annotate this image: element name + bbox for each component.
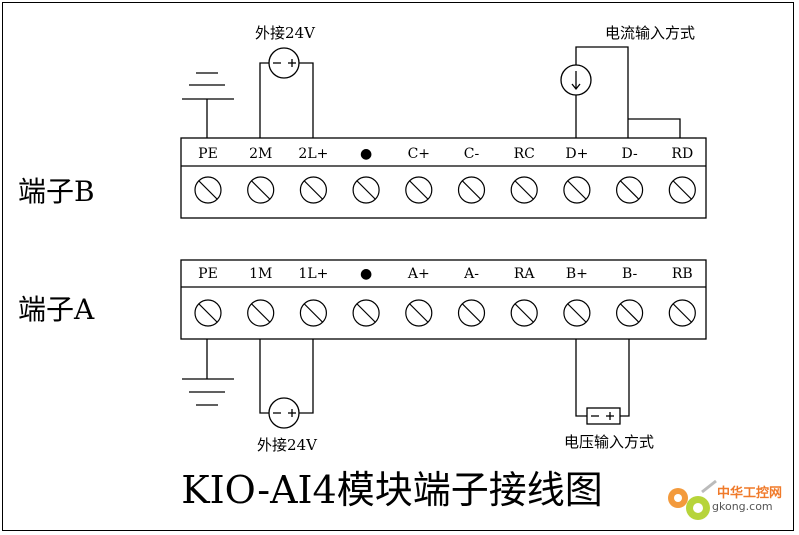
- pin-label: C+: [408, 146, 430, 162]
- pin-label: ●: [360, 146, 372, 162]
- supply-24v-b: [259, 47, 314, 138]
- voltage-input-label: 电压输入方式: [564, 433, 654, 451]
- pin-label: 2L+: [298, 146, 328, 162]
- pin-label: RB: [672, 266, 693, 282]
- pin-label: D-: [621, 146, 637, 162]
- screw-terminal: [352, 299, 380, 327]
- screw-terminal: [563, 176, 591, 204]
- pin-label: D+: [565, 146, 588, 162]
- pin-label: B+: [566, 266, 588, 282]
- pin-label: 1L+: [298, 266, 328, 282]
- pin-label: RD: [671, 146, 693, 162]
- screw-terminal: [615, 299, 644, 327]
- pin-label: B-: [622, 266, 638, 282]
- gkong-watermark-logo: 中华工控网 gkong.com: [662, 478, 792, 526]
- watermark-name: 中华工控网: [717, 486, 783, 501]
- screw-terminal: [457, 299, 486, 327]
- pin-label: A-: [463, 266, 479, 282]
- pin-label: RC: [514, 146, 535, 162]
- screw-terminal: [299, 299, 327, 327]
- pin-label: A+: [407, 266, 430, 282]
- terminal-block-a: [180, 259, 707, 340]
- pin-label: PE: [198, 266, 218, 282]
- screw-terminal: [615, 176, 644, 204]
- pin-label: 1M: [249, 266, 272, 282]
- screw-terminal: [510, 299, 538, 327]
- supply-label-a: 外接24V: [257, 436, 318, 454]
- screw-terminal: [194, 176, 222, 204]
- terminal-b-pins: PE 2M 2L+ ● C+ C- RC D+ D- RD: [194, 146, 696, 204]
- terminal-a-pins: PE 1M 1L+ ● A+ A- RA B+ B- RB: [194, 266, 696, 327]
- terminal-b-label: 端子B: [18, 175, 95, 208]
- voltage-source-symbol: [575, 339, 630, 425]
- watermark-url: gkong.com: [712, 500, 773, 513]
- pin-label: ●: [360, 266, 372, 282]
- current-input-label: 电流输入方式: [605, 24, 695, 42]
- terminal-a-label: 端子A: [18, 293, 95, 326]
- screw-terminal: [510, 176, 538, 204]
- screw-terminal: [405, 176, 433, 204]
- supply-label-b: 外接24V: [255, 24, 316, 42]
- screw-terminal: [247, 176, 275, 204]
- screw-terminal: [405, 299, 433, 327]
- screw-terminal: [194, 299, 222, 327]
- pin-label: PE: [198, 146, 218, 162]
- gear-icon: [668, 479, 717, 520]
- screw-terminal: [563, 299, 591, 327]
- pin-label: 2M: [249, 146, 272, 162]
- screw-terminal: [668, 176, 696, 204]
- ground-symbol-a: [182, 339, 234, 406]
- pin-label: C-: [464, 146, 480, 162]
- screw-terminal: [352, 176, 380, 204]
- screw-terminal: [247, 299, 275, 327]
- ground-symbol-b: [182, 72, 234, 138]
- pin-label: RA: [514, 266, 536, 282]
- diagram-title: KIO-AI4模块端子接线图: [181, 468, 602, 512]
- current-source-symbol: [560, 46, 681, 138]
- screw-terminal: [668, 299, 696, 327]
- screw-terminal: [299, 176, 327, 204]
- screw-terminal: [457, 176, 486, 204]
- terminal-block-b: [180, 137, 707, 219]
- supply-24v-a: [259, 339, 314, 429]
